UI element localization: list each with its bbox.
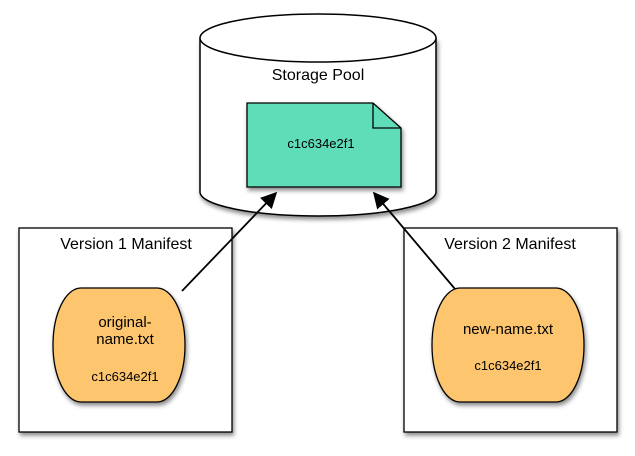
version-2-manifest-title: Version 2 Manifest <box>444 236 576 253</box>
version-2-entry-hash: c1c634e2f1 <box>474 358 541 373</box>
pool-file: c1c634e2f1 <box>246 102 402 188</box>
version-2-entry: new-name.txt c1c634e2f1 <box>431 287 585 403</box>
version-1-entry: original- name.txt c1c634e2f1 <box>52 287 186 403</box>
pool-file-hash: c1c634e2f1 <box>287 136 354 151</box>
arrow-version-1-to-pool <box>181 191 278 292</box>
version-1-manifest-title: Version 1 Manifest <box>60 236 192 253</box>
version-2-entry-name: new-name.txt <box>463 321 554 338</box>
version-2-manifest: Version 2 Manifest new-name.txt c1c634e2… <box>403 227 618 433</box>
version-1-entry-name-line1: original- <box>98 314 151 331</box>
version-1-manifest: Version 1 Manifest original- name.txt c1… <box>18 227 233 433</box>
arrow-version-2-to-pool <box>372 191 456 290</box>
version-1-entry-hash: c1c634e2f1 <box>91 369 158 384</box>
storage-pool-title: Storage Pool <box>272 67 365 84</box>
version-1-entry-name-line2: name.txt <box>96 331 154 348</box>
